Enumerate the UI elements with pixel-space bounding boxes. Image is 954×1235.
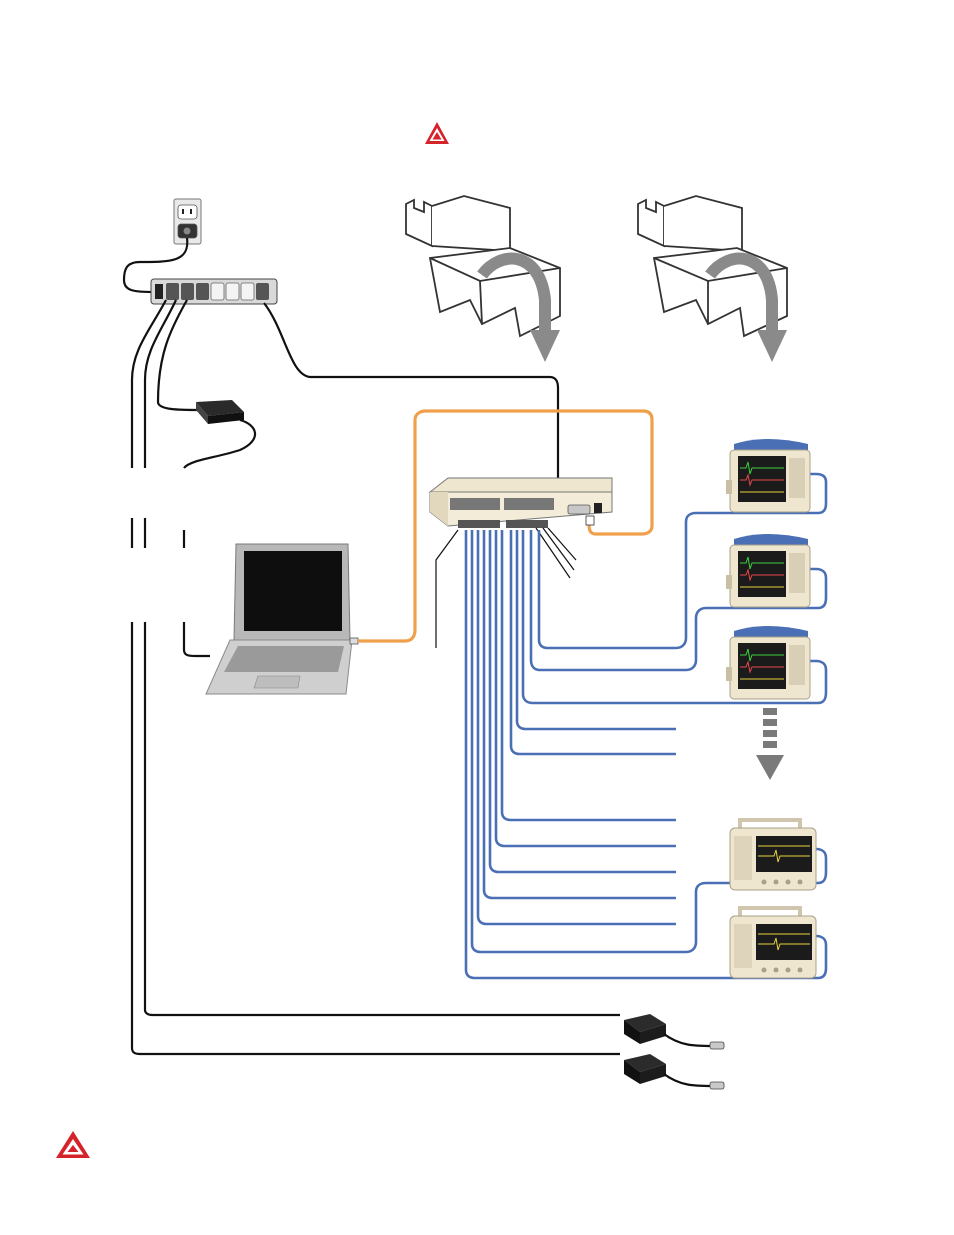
power-adapter-1 (624, 1014, 724, 1049)
laptop-icon (206, 544, 358, 694)
power-strip-icon (151, 279, 277, 304)
wall-outlet-icon (174, 199, 201, 244)
power-adapter-2 (624, 1054, 724, 1089)
handle-monitor-1 (730, 820, 816, 890)
bottom-warning-icon (56, 1131, 90, 1158)
laptop-power-adapter (196, 400, 244, 424)
handle-monitor-2 (730, 908, 816, 978)
propaq-monitor-2 (726, 534, 810, 607)
top-warning-icon (425, 122, 449, 144)
propaq-monitor-3 (726, 626, 810, 699)
network-switch-icon (430, 478, 612, 528)
dashed-down-arrow-icon (756, 708, 784, 780)
propaq-monitor-1 (726, 439, 810, 512)
